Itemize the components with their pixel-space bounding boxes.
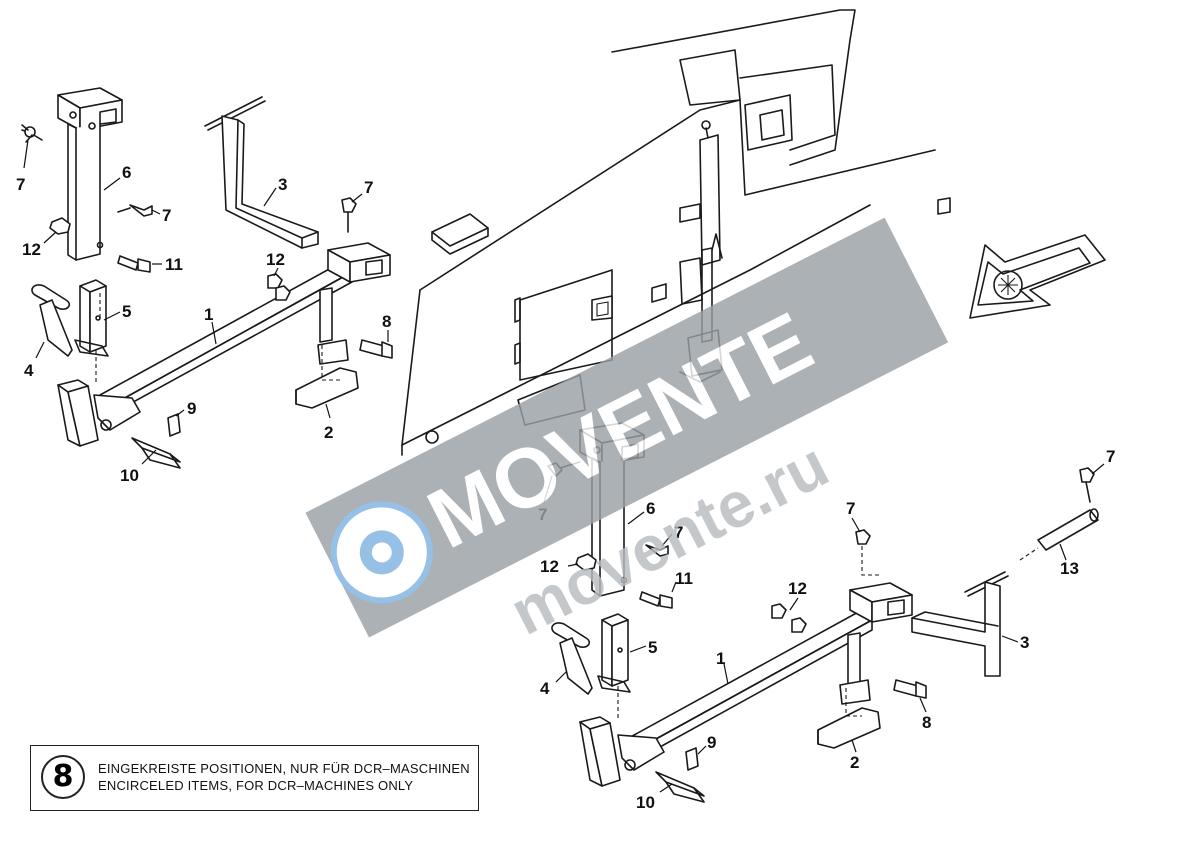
callout-7: 7 (538, 505, 547, 524)
part-lower-sleeve (57, 379, 99, 447)
part-3-handle (204, 96, 319, 249)
part-2-plate (295, 339, 359, 409)
part-5-sleeve (74, 279, 109, 357)
callout-2: 2 (324, 423, 333, 442)
callout-8: 8 (382, 312, 391, 331)
part-1-frame-right (617, 582, 913, 771)
callout-1: 1 (716, 649, 725, 668)
callout-10: 10 (636, 793, 655, 812)
callout-11: 11 (165, 255, 183, 274)
legend-symbol-digit: 8 (52, 759, 74, 794)
callout-7: 7 (674, 523, 683, 542)
callout-1: 1 (204, 305, 213, 324)
callout-4: 4 (540, 679, 550, 698)
encircled-item-symbol-icon: 8 (41, 755, 85, 799)
callout-7: 7 (364, 178, 373, 197)
callout-5: 5 (122, 302, 131, 321)
part-6-post-right (579, 422, 645, 597)
right-assembly (547, 422, 1099, 803)
callout-13: 13 (1060, 559, 1079, 578)
callout-12: 12 (266, 250, 285, 269)
callout-7: 7 (1106, 447, 1115, 466)
legend-text: EINGEKREISTE POSITIONEN, NUR FÜR DCR–MAS… (98, 760, 470, 794)
callout-12: 12 (540, 557, 559, 576)
callout-10: 10 (120, 466, 139, 485)
part-4-clip (31, 284, 73, 357)
callout-9: 9 (187, 399, 196, 418)
callout-6: 6 (646, 499, 655, 518)
left-assembly (21, 87, 393, 469)
callout-7: 7 (846, 499, 855, 518)
part-4-clip-right (551, 622, 593, 695)
callout-8: 8 (922, 713, 931, 732)
callout-4: 4 (24, 361, 34, 380)
callout-3: 3 (278, 175, 287, 194)
callout-5: 5 (648, 638, 657, 657)
callout-11: 11 (675, 569, 693, 588)
callout-7: 7 (16, 175, 25, 194)
part-2-plate-right (817, 679, 881, 749)
callout-9: 9 (707, 733, 716, 752)
part-6-post (57, 87, 123, 261)
callout-7: 7 (162, 206, 171, 225)
callout-3: 3 (1020, 633, 1029, 652)
callout-6: 6 (122, 163, 131, 182)
part-13-rod (1019, 508, 1099, 561)
callout-12: 12 (22, 240, 41, 259)
part-lower-sleeve-right (579, 716, 621, 787)
part-5-sleeve-right (597, 613, 631, 693)
part-1-frame (93, 242, 391, 431)
arrow-pointing-left-down-icon (969, 234, 1106, 319)
legend-line-english: ENCIRCELED ITEMS, FOR DCR–MACHINES ONLY (98, 778, 414, 793)
callout-2: 2 (850, 753, 859, 772)
legend-line-german: EINGEKREISTE POSITIONEN, NUR FÜR DCR–MAS… (98, 761, 470, 776)
machine-body (401, 9, 951, 456)
callout-12: 12 (788, 579, 807, 598)
part-3-handle-right (911, 571, 1009, 677)
legend-box: 8 EINGEKREISTE POSITIONEN, NUR FÜR DCR–M… (30, 745, 479, 811)
